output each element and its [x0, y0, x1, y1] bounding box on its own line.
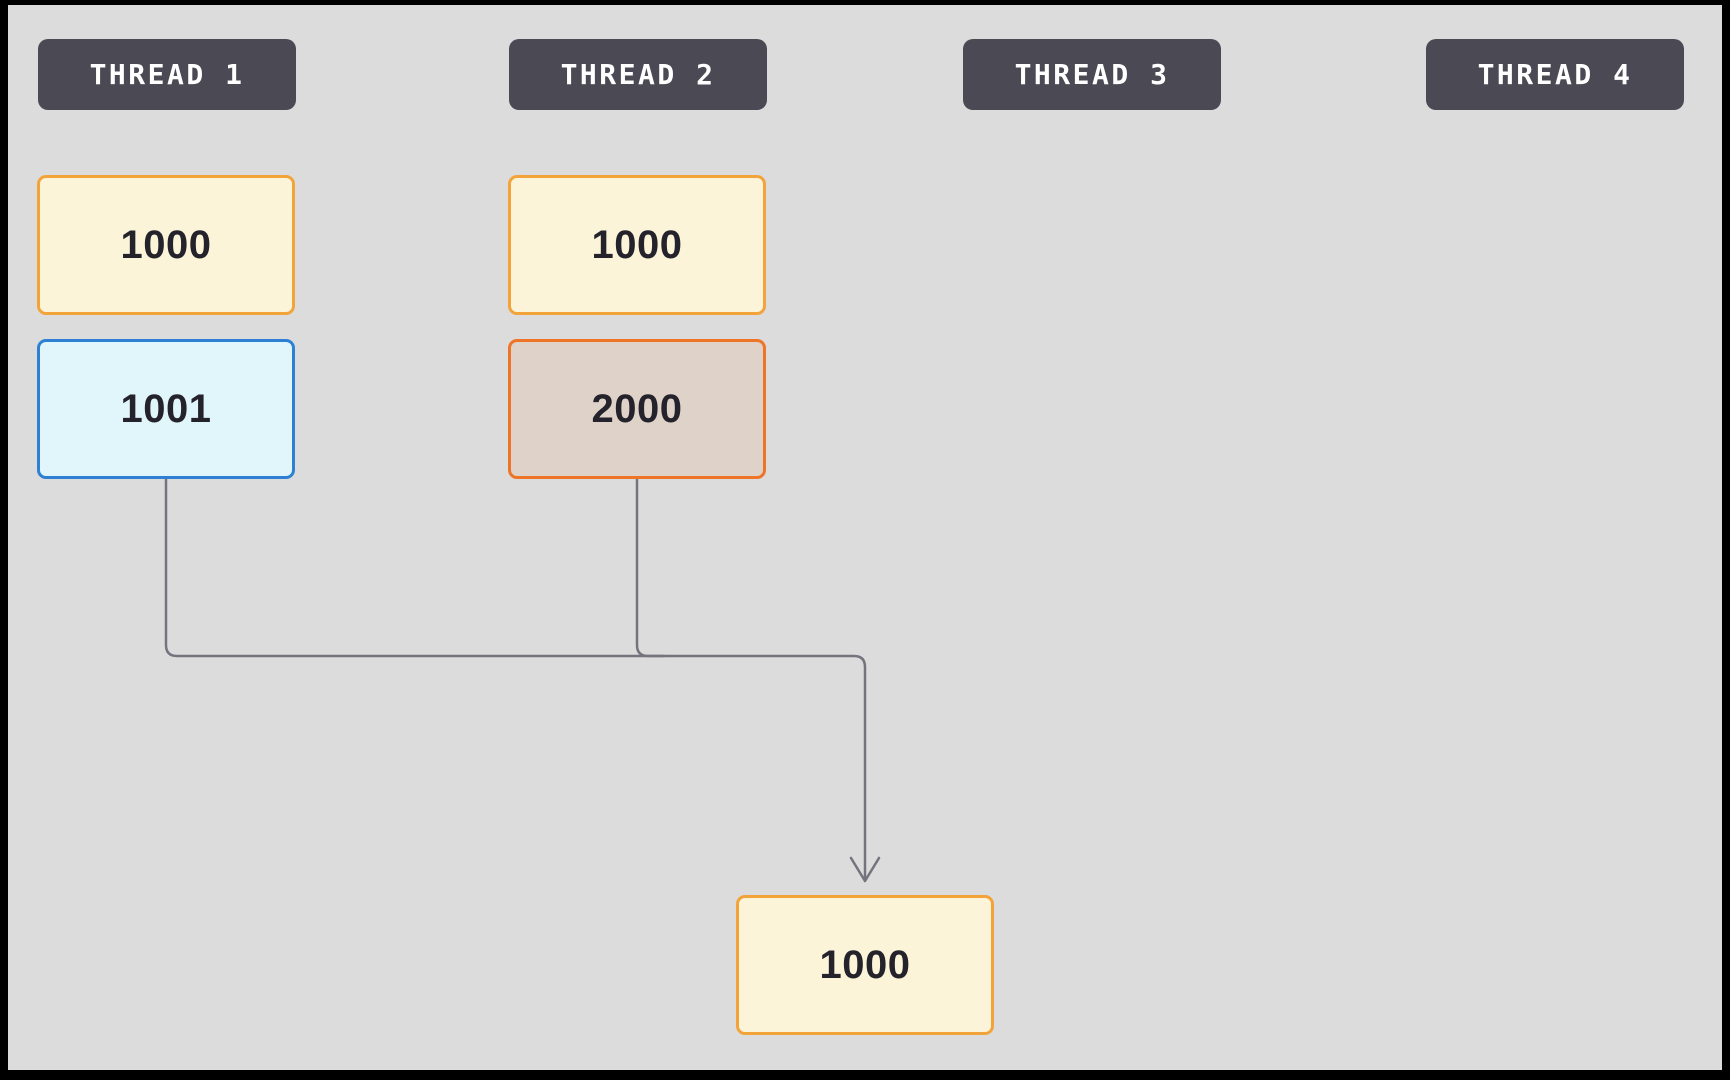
thread-2-header: THREAD 2: [509, 39, 767, 110]
thread-1-value-box-1000: 1000: [37, 175, 295, 315]
thread-3-header: THREAD 3: [963, 39, 1221, 110]
thread-3-label: THREAD 3: [1014, 58, 1170, 91]
value-label: 1000: [120, 222, 212, 267]
thread-2-value-box-2000: 2000: [508, 339, 766, 479]
value-label: 2000: [591, 386, 683, 431]
thread-2-label: THREAD 2: [560, 58, 716, 91]
result-value-box-1000: 1000: [736, 895, 994, 1035]
thread-4-label: THREAD 4: [1477, 58, 1633, 91]
value-label: 1000: [819, 942, 911, 987]
thread-1-value-box-1001: 1001: [37, 339, 295, 479]
thread-1-header: THREAD 1: [38, 39, 296, 110]
thread-1-label: THREAD 1: [89, 58, 245, 91]
value-label: 1001: [120, 386, 212, 431]
value-label: 1000: [591, 222, 683, 267]
thread-2-value-box-1000: 1000: [508, 175, 766, 315]
thread-4-header: THREAD 4: [1426, 39, 1684, 110]
